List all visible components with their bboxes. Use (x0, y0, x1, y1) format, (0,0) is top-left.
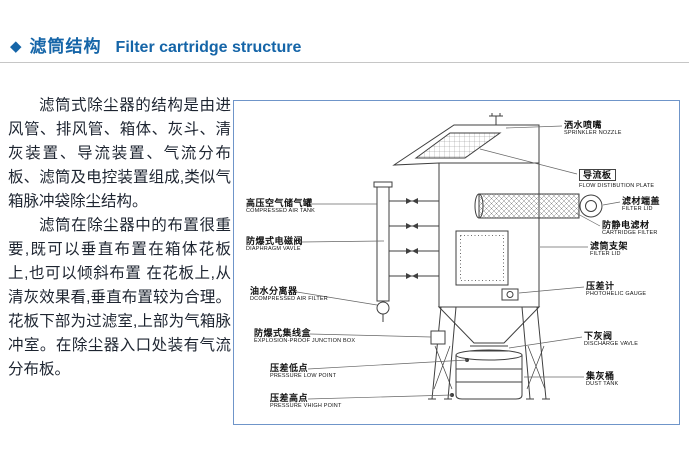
discharge-valve-part (470, 345, 508, 352)
cartridge-end (474, 193, 484, 219)
machine-outline (373, 113, 603, 400)
leader-lines (296, 125, 621, 400)
section-header: ◆ 滤筒结构 Filter cartridge structure (10, 32, 301, 57)
label-photohelic-gauge: 压差计 PHOTOHELIC GAUGE (586, 281, 647, 298)
diagram-figure: 高压空气储气罐 COMPRESSED AIR TANK 防爆式电磁阀 DIAPH… (233, 100, 680, 425)
hopper (437, 306, 541, 344)
diamond-bullet-icon: ◆ (10, 38, 22, 55)
label-sprinkler-nozzle: 洒水喷嘴 SPRINKLER NOZZLE (564, 120, 622, 137)
label-pressure-high-point: 压差高点 PRESSURE VHIGH POINT (270, 393, 342, 410)
air-tank-part (376, 186, 390, 302)
section-title-zh: 滤筒结构 (29, 37, 102, 56)
dust-collector-drawing (296, 113, 621, 400)
air-filter-part (376, 301, 390, 315)
filter-lid-part (579, 194, 603, 218)
paragraph-layout: 滤筒在除尘器中的布置很重要,既可以垂直布置在箱体花板上,也可以倾斜布置 在花板上… (8, 217, 231, 378)
section-title-en: Filter cartridge structure (115, 39, 302, 56)
paragraph-structure: 滤筒式除尘器的结构是由进风管、排风管、箱体、灰斗、清灰装置、导流装置、气流分布板… (8, 97, 231, 210)
access-door (455, 230, 509, 286)
air-branches (389, 200, 439, 277)
label-cartridge-filter: 防静电滤材 CARTRIDGE FILTER (602, 220, 658, 237)
leg-braces (433, 345, 546, 390)
gauge-dial (506, 291, 514, 298)
flow-distribution-plate-part (414, 132, 502, 159)
dust-tank-bands (456, 368, 522, 383)
label-discharge-valve: 下灰阀 DISCHARGE VAVLE (584, 331, 639, 348)
legs (431, 306, 547, 400)
inlet-hood (392, 124, 540, 166)
label-filter-cage: 滤筒支架 FILTER LID (590, 241, 629, 258)
label-filter-lid: 滤材端盖 FILTER LID (622, 196, 661, 213)
cartridge-part (478, 193, 580, 219)
dust-tank-part (455, 355, 523, 400)
air-tank-cap (373, 181, 393, 188)
label-pressure-low-point: 压差低点 PRESSURE LOW POINT (270, 363, 337, 380)
door-bolts (460, 235, 504, 281)
label-junction-box: 防爆式集线盒 EXPLOSION-PROOF JUNCTION BOX (254, 328, 356, 345)
label-dust-tank: 集灰桶 DUST TANK (586, 371, 619, 388)
gauge-part (501, 288, 519, 301)
body-text: 滤筒式除尘器的结构是由进风管、排风管、箱体、灰斗、清灰装置、导流装置、气流分布板… (8, 94, 231, 382)
filter-lid-center (585, 200, 597, 212)
junction-box-part (430, 330, 446, 345)
sprinkler-nozzle-part (489, 113, 503, 125)
label-compressed-air-tank: 高压空气储气罐 COMPRESSED AIR TANK (246, 198, 315, 215)
valve-symbols (406, 198, 418, 279)
header-divider (0, 62, 689, 63)
label-oil-water-separator: 油水分离器 DCOMPRESSED AIR FILTER (250, 286, 328, 303)
label-diaphragm-valve: 防爆式电磁阀 DIAPHRAGM VAVLE (246, 236, 304, 253)
label-flow-distribution-plate: 导流板 FLOW DISTIBUTION PLATE (579, 169, 655, 190)
